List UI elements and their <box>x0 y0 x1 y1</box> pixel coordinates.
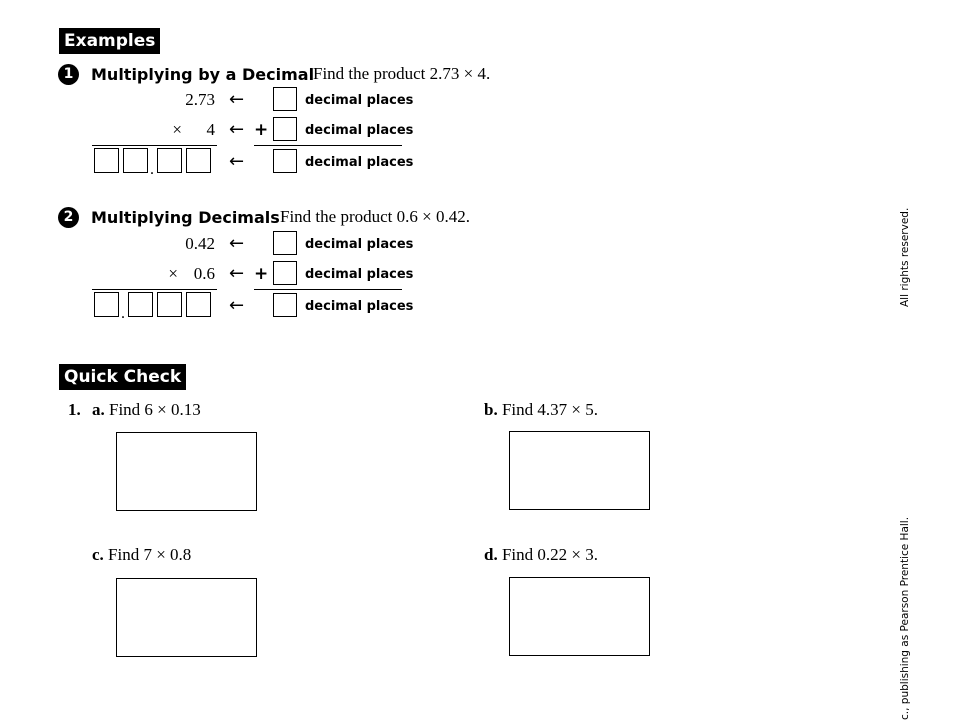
answer-box-c[interactable] <box>116 578 257 657</box>
example-1-sum-rule <box>254 145 402 147</box>
quick-check-item-a-letter: a. <box>92 400 105 419</box>
quick-check-item-b-text: Find 4.37 × 5. <box>501 400 598 419</box>
example-2-sum-rule <box>254 289 402 291</box>
example-2-middle-decimal-places-box[interactable] <box>273 261 297 285</box>
quick-check-item-a: a. Find 6 × 0.13 <box>92 400 201 420</box>
example-1-product-digit-1[interactable] <box>94 148 119 173</box>
quick-check-item-c-letter: c. <box>92 545 104 564</box>
example-2-top-decimal-places-label: decimal places <box>305 237 414 252</box>
answer-box-d[interactable] <box>509 577 650 656</box>
quick-check-item-c-text: Find 7 × 0.8 <box>108 545 192 564</box>
example-1-arrow-middle: ← <box>229 119 245 140</box>
quick-check-header: Quick Check <box>59 364 187 390</box>
example-1-bottom-decimal-places-label: decimal places <box>305 155 414 170</box>
example-1-bottom-decimal-places-box[interactable] <box>273 149 297 173</box>
quick-check-item-b-letter: b. <box>484 400 498 419</box>
example-2-times-sign: × <box>168 264 178 283</box>
quick-check-item-d-text: Find 0.22 × 3. <box>501 545 598 564</box>
example-1-plus-sign: + <box>254 120 269 140</box>
example-1-decimal-point: . <box>150 161 154 178</box>
example-2-number-badge: 2 <box>58 207 79 228</box>
example-1-prompt: Find the product 2.73 × 4. <box>313 64 491 83</box>
examples-header: Examples <box>59 28 161 54</box>
quick-check-item-d-letter: d. <box>484 545 498 564</box>
side-text-publisher: c., publishing as Pearson Prentice Hall. <box>899 516 911 720</box>
example-2-decimal-point: . <box>121 305 125 322</box>
example-1-middle-decimal-places-box[interactable] <box>273 117 297 141</box>
example-1-middle-decimal-places-label: decimal places <box>305 123 414 138</box>
example-2-arrow-middle: ← <box>229 263 245 284</box>
example-2-product-digit-4[interactable] <box>186 292 211 317</box>
example-2-top-value: 0.42 <box>185 234 215 253</box>
example-1-product-digit-3[interactable] <box>157 148 182 173</box>
example-2-product-digit-1[interactable] <box>94 292 119 317</box>
answer-box-a[interactable] <box>116 432 257 511</box>
example-2-arrow-bottom: ← <box>229 295 245 316</box>
example-1-product-digit-4[interactable] <box>186 148 211 173</box>
example-2-arrow-top: ← <box>229 233 245 254</box>
example-2-prompt: Find the product 0.6 × 0.42. <box>280 207 470 226</box>
example-1-product-rule <box>92 145 217 147</box>
example-2-product-rule <box>92 289 217 291</box>
example-1-product-digit-2[interactable] <box>123 148 148 173</box>
example-2-top-decimal-places-box[interactable] <box>273 231 297 255</box>
example-2-title: Multiplying Decimals <box>91 208 280 227</box>
example-2-middle-decimal-places-label: decimal places <box>305 267 414 282</box>
quick-check-item-d: d. Find 0.22 × 3. <box>484 545 598 565</box>
example-1-top-decimal-places-box[interactable] <box>273 87 297 111</box>
quick-check-problem-number: 1. <box>68 400 81 419</box>
answer-box-b[interactable] <box>509 431 650 510</box>
example-2-plus-sign: + <box>254 264 269 284</box>
example-1-arrow-top: ← <box>229 89 245 110</box>
example-1-top-decimal-places-label: decimal places <box>305 93 414 108</box>
example-1-top-value: 2.73 <box>185 90 215 109</box>
side-text-rights-reserved: All rights reserved. <box>899 207 911 307</box>
quick-check-item-b: b. Find 4.37 × 5. <box>484 400 598 420</box>
example-2-bottom-value: 0.6 <box>193 264 215 283</box>
example-1-bottom-value: 4 <box>206 120 216 139</box>
example-1-arrow-bottom: ← <box>229 151 245 172</box>
example-1-number-badge: 1 <box>58 64 79 85</box>
example-2-product-digit-3[interactable] <box>157 292 182 317</box>
example-2-bottom-decimal-places-label: decimal places <box>305 299 414 314</box>
example-2-bottom-decimal-places-box[interactable] <box>273 293 297 317</box>
quick-check-item-c: c. Find 7 × 0.8 <box>92 545 191 565</box>
example-2-product-digit-2[interactable] <box>128 292 153 317</box>
quick-check-item-a-text: Find 6 × 0.13 <box>109 400 201 419</box>
example-1-times-sign: × <box>172 120 182 139</box>
example-1-title: Multiplying by a Decimal <box>91 65 315 84</box>
